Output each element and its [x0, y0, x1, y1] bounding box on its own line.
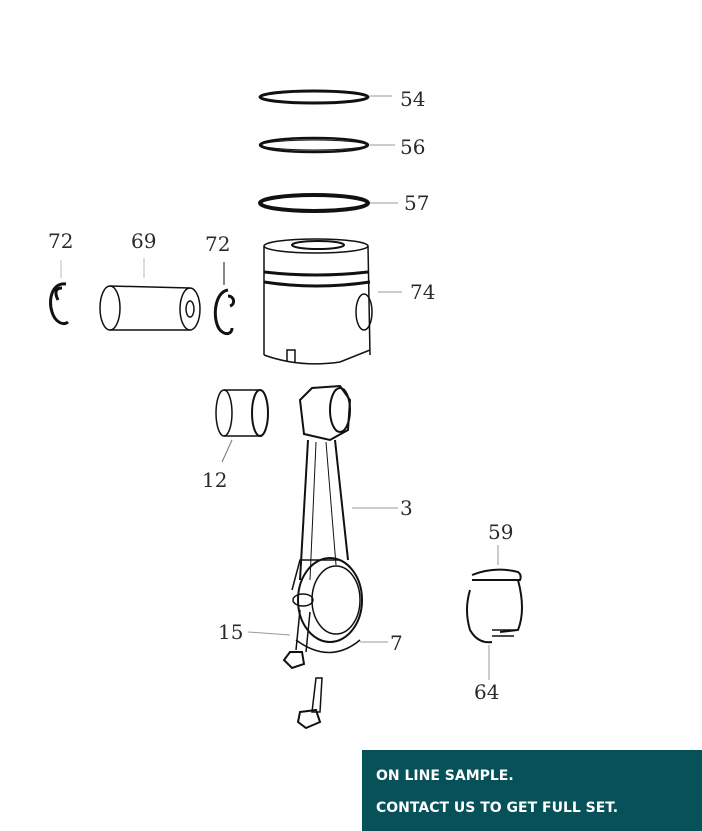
callout-74: 74 — [410, 280, 436, 304]
callout-59: 59 — [488, 520, 514, 544]
retaining-ring-left — [49, 260, 69, 326]
callout-72-left: 72 — [48, 229, 74, 253]
connecting-rod — [282, 384, 398, 670]
banner-line-2: CONTACT US TO GET FULL SET. — [376, 800, 619, 816]
piston-ring-54 — [258, 89, 392, 105]
banner-line-1: ON LINE SAMPLE. — [376, 768, 514, 784]
callout-56: 56 — [400, 135, 426, 159]
callout-57: 57 — [404, 191, 430, 215]
callout-7: 7 — [390, 631, 403, 655]
piston-ring-56 — [258, 136, 395, 154]
piston-pin — [99, 258, 201, 331]
callout-54: 54 — [400, 87, 426, 111]
callout-64: 64 — [474, 680, 500, 704]
callout-3: 3 — [400, 496, 413, 520]
pin-bushing — [215, 389, 269, 463]
rod-bolt — [247, 631, 388, 730]
callout-15: 15 — [218, 620, 244, 644]
bearing-shells — [466, 545, 523, 680]
callout-12: 12 — [202, 468, 228, 492]
sample-banner: ON LINE SAMPLE. CONTACT US TO GET FULL S… — [362, 750, 702, 831]
retaining-ring-right — [213, 262, 236, 336]
callout-69: 69 — [131, 229, 157, 253]
callout-72-right: 72 — [205, 232, 231, 256]
oil-ring-57 — [258, 193, 398, 213]
piston — [263, 238, 402, 365]
